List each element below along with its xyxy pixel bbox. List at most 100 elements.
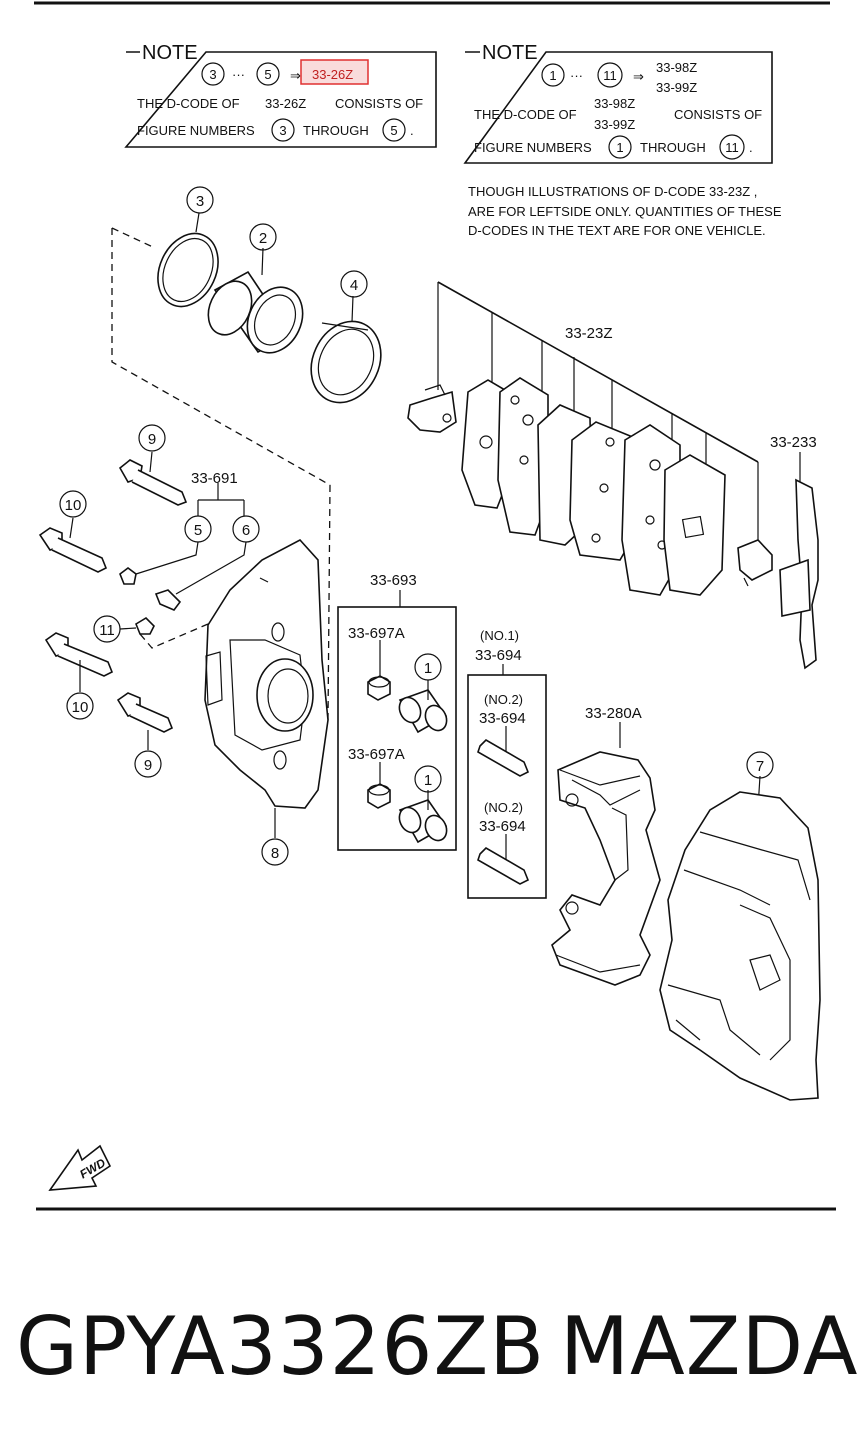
note-right-line1-code-a: 33-98Z bbox=[594, 96, 635, 111]
bleeder-screw bbox=[154, 589, 182, 611]
callout-8: 8 bbox=[271, 845, 279, 862]
callout-10-lower: 10 bbox=[72, 699, 89, 716]
caliper-mounting-bolt-upper bbox=[38, 517, 108, 573]
pin-boot-upper bbox=[367, 675, 391, 701]
note-right-code-b: 33-99Z bbox=[656, 80, 697, 95]
callout-3: 3 bbox=[196, 193, 204, 210]
note-right-range-dots: ··· bbox=[570, 68, 583, 83]
dashed-assembly-line-top bbox=[111, 228, 331, 486]
piston-group bbox=[111, 212, 382, 486]
note-right-code-a: 33-98Z bbox=[656, 60, 697, 75]
piston-seal bbox=[157, 232, 219, 308]
caption-line-1: THOUGH ILLUSTRATIONS OF D-CODE 33-23Z , bbox=[468, 184, 757, 199]
label-pin-kit: 33-693 bbox=[370, 572, 417, 589]
callout-10-upper: 10 bbox=[65, 497, 82, 514]
note-left-line2-from: 3 bbox=[279, 123, 286, 138]
caliper-group bbox=[38, 451, 331, 838]
label-pin2-lower-no: (NO.2) bbox=[484, 800, 523, 815]
label-pin1-code: 33-694 bbox=[475, 647, 522, 664]
callout-6: 6 bbox=[242, 522, 250, 539]
callout-4: 4 bbox=[350, 277, 358, 294]
note-right-line1-pre: THE D-CODE OF bbox=[474, 107, 577, 122]
note-right-range-from: 1 bbox=[549, 68, 556, 83]
label-brake-pads: 33-23Z bbox=[565, 325, 613, 342]
note-right-line2-pre: FIGURE NUMBERS bbox=[474, 140, 592, 155]
brake-pads-group bbox=[407, 281, 819, 670]
callout-9-upper: 9 bbox=[148, 431, 156, 448]
note-left-arrow: ⇒ bbox=[290, 68, 301, 83]
callout-5: 5 bbox=[194, 522, 202, 539]
note-left-line2-end: . bbox=[410, 123, 414, 138]
note-right-line1-code-b: 33-99Z bbox=[594, 117, 635, 132]
note-box-right: NOTE 1 ··· 11 ⇒ 33-98Z 33-99Z THE D-CODE… bbox=[463, 42, 773, 164]
part-code-labels: 33-23Z 33-233 33-691 33-693 33-697A 33-6… bbox=[191, 325, 817, 835]
callout-1-upper: 1 bbox=[424, 660, 432, 677]
note-right-line2-end: . bbox=[749, 140, 753, 155]
pin-kit-box bbox=[337, 590, 457, 851]
note-box-left: NOTE 3 ··· 5 ⇒ 33-26Z THE D-CODE OF 33-2… bbox=[124, 42, 437, 148]
caption-line-2: ARE FOR LEFTSIDE ONLY. QUANTITIES OF THE… bbox=[468, 204, 782, 219]
note-left-line1-post: CONSISTS OF bbox=[335, 96, 423, 111]
callout-11: 11 bbox=[99, 622, 115, 639]
label-pin2-upper-code: 33-694 bbox=[479, 710, 526, 727]
callout-7: 7 bbox=[756, 758, 764, 775]
label-boot-upper: 33-697A bbox=[348, 625, 405, 642]
bleeder-cap bbox=[119, 567, 137, 585]
note-right-line2-from: 1 bbox=[616, 140, 623, 155]
label-pin2-upper-no: (NO.2) bbox=[484, 692, 523, 707]
note-left-line2-to: 5 bbox=[390, 123, 397, 138]
note-right-line1-post: CONSISTS OF bbox=[674, 107, 762, 122]
piston bbox=[207, 270, 304, 354]
sleeve-lower bbox=[398, 799, 448, 844]
pad-clip-left bbox=[407, 384, 457, 433]
label-pin2-lower-code: 33-694 bbox=[479, 818, 526, 835]
note-left-title: NOTE bbox=[142, 42, 198, 64]
dust-shield bbox=[659, 775, 821, 1101]
caption-line-3: D-CODES IN THE TEXT ARE FOR ONE VEHICLE. bbox=[468, 223, 766, 238]
note-right-line2-mid: THROUGH bbox=[640, 140, 706, 155]
label-pin1-no: (NO.1) bbox=[480, 628, 519, 643]
note-left-code: 33-26Z bbox=[312, 67, 353, 82]
note-right-range-to: 11 bbox=[603, 68, 617, 83]
pad-lining-outer bbox=[663, 454, 726, 596]
callout-1-lower: 1 bbox=[424, 772, 432, 789]
brand-name: MAZDA bbox=[560, 1300, 859, 1393]
note-left-range-from: 3 bbox=[209, 67, 216, 82]
label-boot-lower: 33-697A bbox=[348, 746, 405, 763]
note-left-line1-pre: THE D-CODE OF bbox=[137, 96, 240, 111]
label-bleeder: 33-691 bbox=[191, 470, 238, 487]
caliper-guide-bolt-upper bbox=[118, 451, 188, 506]
piston-boot bbox=[310, 320, 382, 404]
caliper-mounting-bolt-lower bbox=[44, 632, 114, 692]
note-right-line2-to: 11 bbox=[725, 140, 739, 155]
pad-clip-right bbox=[737, 539, 773, 587]
part-number: GPYA3326ZB bbox=[16, 1300, 546, 1393]
anti-squeal-shim bbox=[779, 452, 819, 670]
pin-boot-lower bbox=[367, 783, 391, 809]
bleeder-plug bbox=[135, 616, 155, 635]
sleeve-upper bbox=[398, 689, 448, 734]
fwd-arrow: FWD bbox=[48, 1144, 112, 1191]
note-left-line2-pre: FIGURE NUMBERS bbox=[137, 123, 255, 138]
caliper-bracket bbox=[551, 722, 661, 986]
caption: THOUGH ILLUSTRATIONS OF D-CODE 33-23Z , … bbox=[468, 184, 782, 238]
guide-pin-lower bbox=[477, 846, 530, 885]
callout-9-lower: 9 bbox=[144, 757, 152, 774]
note-left-range-to: 5 bbox=[264, 67, 271, 82]
note-right-arrow: ⇒ bbox=[633, 69, 644, 84]
footer: GPYA3326ZB MAZDA bbox=[0, 1300, 864, 1400]
label-shim: 33-233 bbox=[770, 434, 817, 451]
caliper-guide-bolt-lower bbox=[116, 692, 174, 750]
callout-2: 2 bbox=[259, 230, 267, 247]
label-bracket: 33-280A bbox=[585, 705, 642, 722]
note-left-line1-code: 33-26Z bbox=[265, 96, 306, 111]
callouts: 3 2 4 9 10 5 6 11 10 9 8 1 1 7 bbox=[59, 186, 774, 866]
note-left-line2-mid: THROUGH bbox=[303, 123, 369, 138]
note-left-range-dots: ··· bbox=[232, 67, 245, 82]
guide-pin-box bbox=[467, 664, 547, 899]
note-right-title: NOTE bbox=[482, 42, 538, 64]
note-left-code-highlight bbox=[300, 59, 369, 85]
guide-pin-upper bbox=[477, 738, 530, 777]
caliper-bore bbox=[256, 658, 314, 732]
